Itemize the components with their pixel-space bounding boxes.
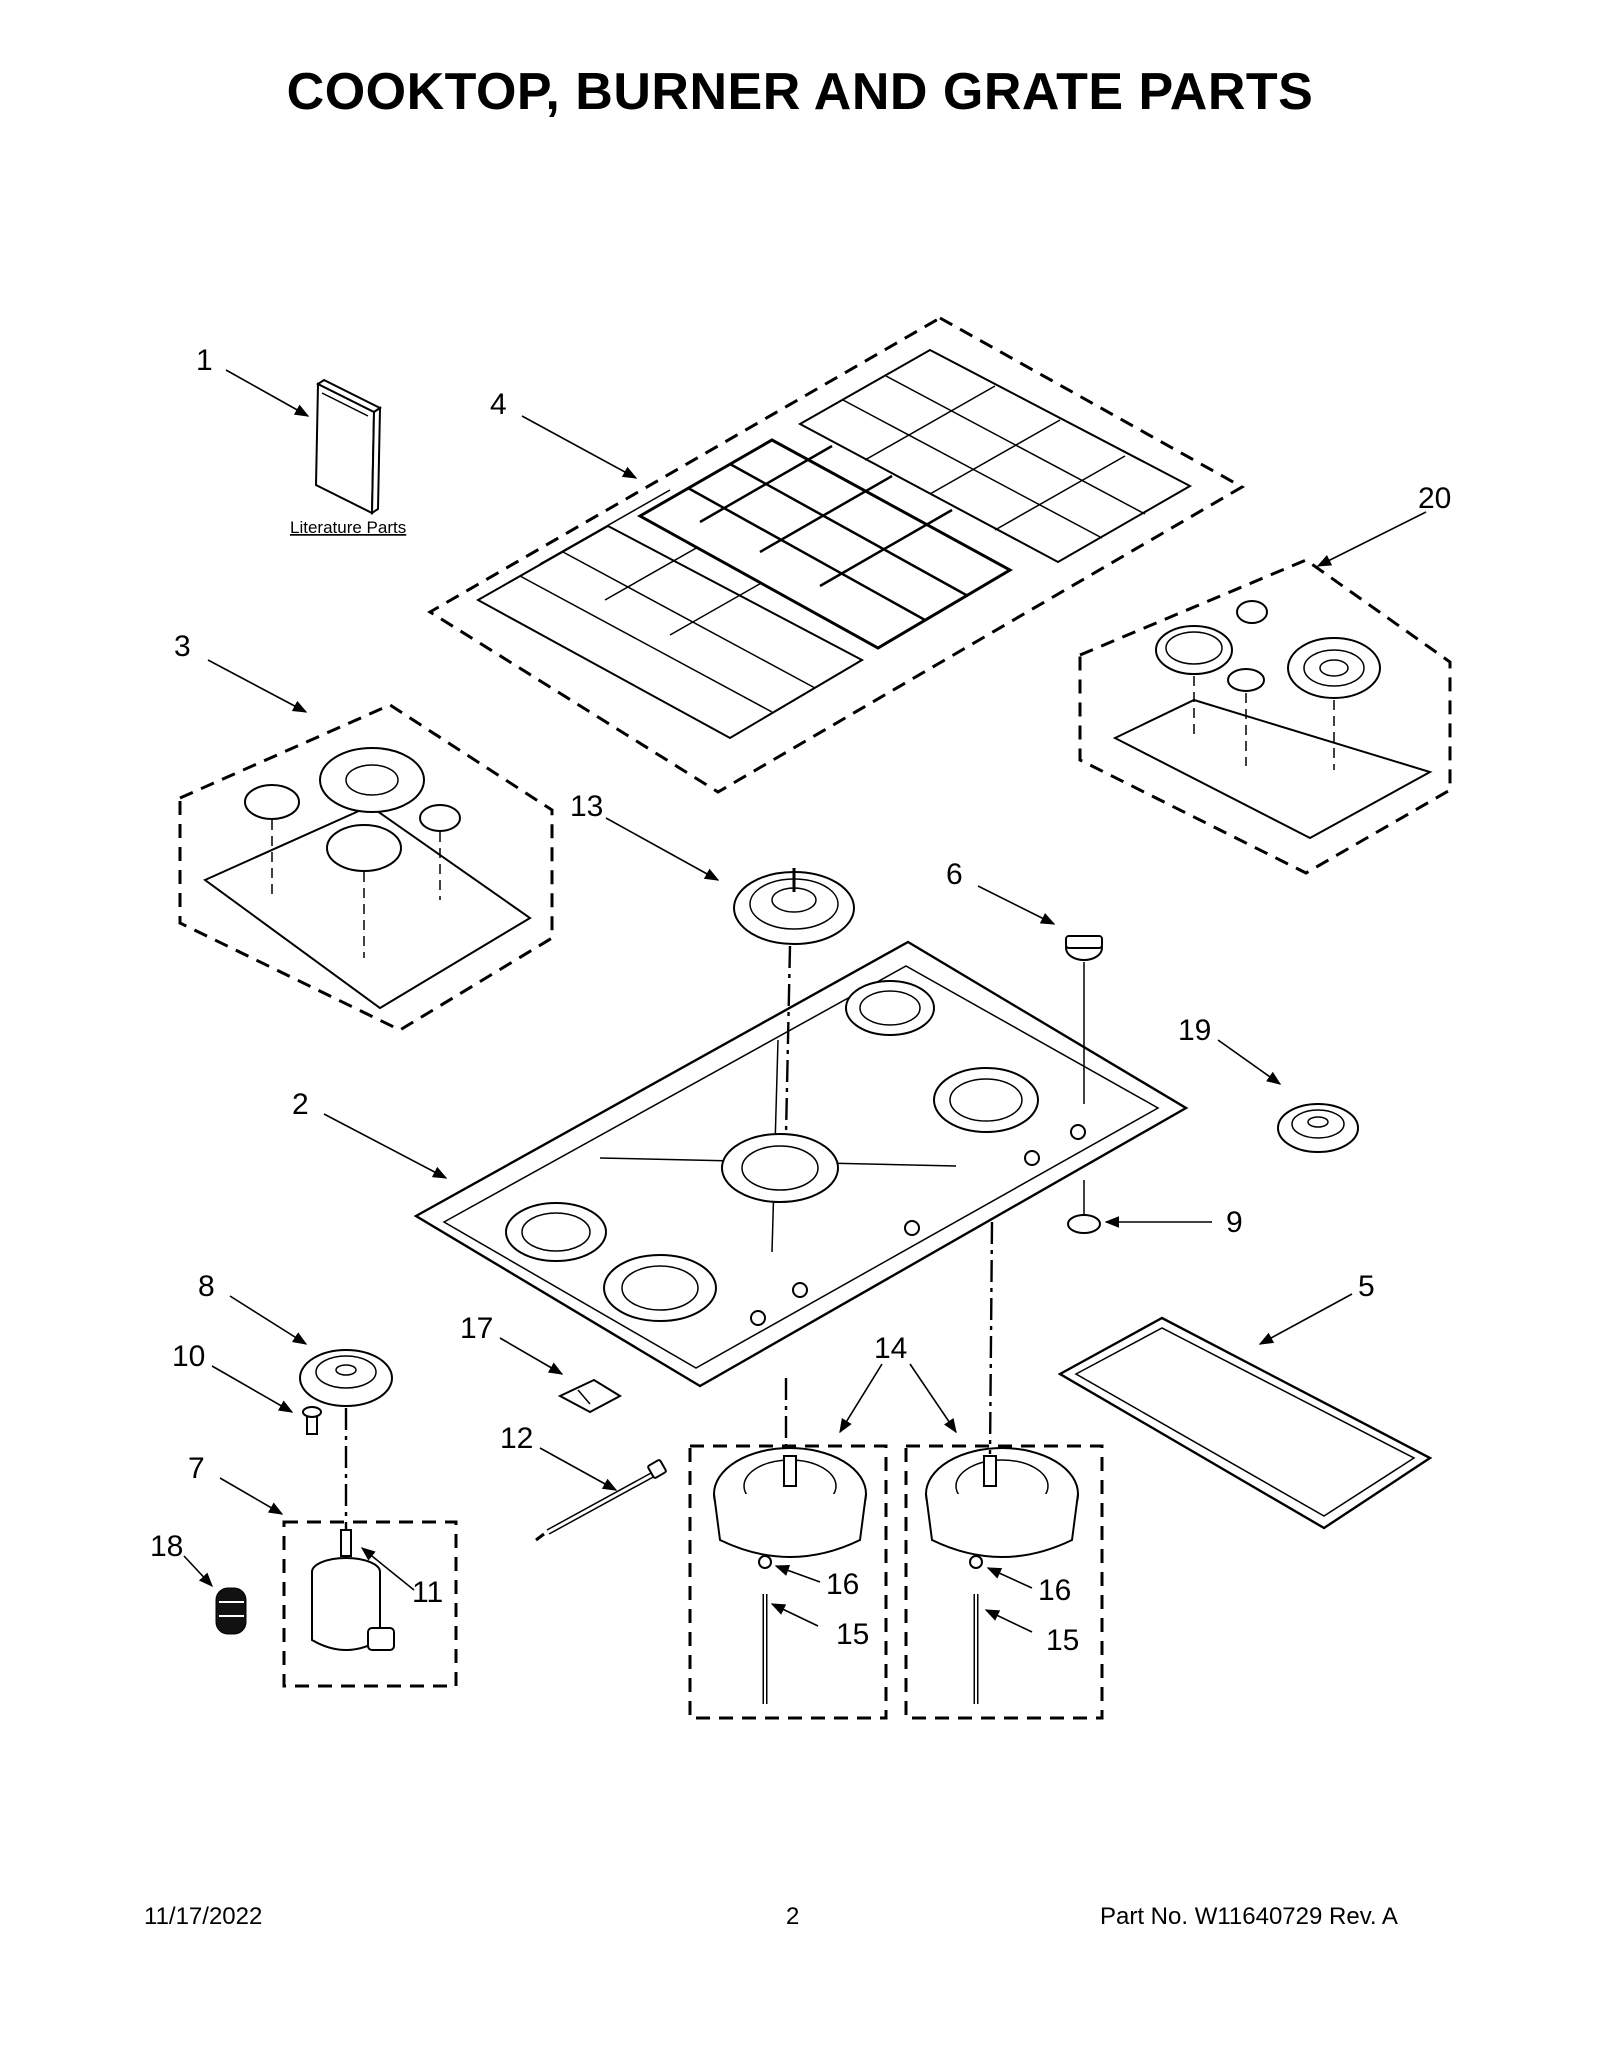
electrode-right [969, 1555, 983, 1704]
burner-8 [299, 1349, 393, 1407]
page-title: COOKTOP, BURNER AND GRATE PARTS [286, 63, 1314, 121]
electrode-left [758, 1555, 772, 1704]
valve-box-7 [282, 1520, 458, 1688]
griddle-5 [1057, 1316, 1433, 1530]
callout-4: 4 [490, 388, 507, 421]
axis-13 [784, 945, 792, 1135]
grates-group-outline [427, 316, 1246, 794]
cooktop-main [413, 940, 1189, 1388]
burner-kit-20-outline [1078, 558, 1452, 875]
burner-19 [1277, 1103, 1359, 1153]
burner-base-14-left [713, 1447, 867, 1558]
clip-17 [557, 1378, 623, 1414]
grommet-9 [1067, 1180, 1101, 1234]
callout-16-right: 16 [1038, 1574, 1071, 1607]
callout-20: 20 [1418, 482, 1451, 515]
callout-10: 10 [172, 1340, 205, 1373]
callout-5: 5 [1358, 1270, 1375, 1303]
valve-7-body [311, 1529, 395, 1651]
callout-7: 7 [188, 1452, 205, 1485]
callout-1: 1 [196, 344, 213, 377]
burner-kit-3-outline [178, 703, 554, 1032]
literature-parts-label: Literature Parts [290, 518, 406, 537]
plug-6 [1065, 935, 1103, 961]
callout-12: 12 [500, 1422, 533, 1455]
part-18-knob [215, 1587, 247, 1635]
footer-part-number: Part No. W11640729 Rev. A [1100, 1903, 1398, 1930]
igniter-12 [535, 1459, 667, 1542]
grate-right [797, 348, 1193, 564]
callout-2: 2 [292, 1088, 309, 1121]
callout-15-left: 15 [836, 1618, 869, 1651]
kit-20-parts [1155, 600, 1381, 770]
burner-base-box-right [904, 1444, 1104, 1720]
callout-11: 11 [412, 1576, 443, 1609]
leader-lines [183, 369, 1427, 1633]
callout-9: 9 [1226, 1206, 1243, 1239]
footer-date: 11/17/2022 [144, 1903, 263, 1930]
burner-ring-13 [733, 868, 855, 945]
footer-page-number: 2 [786, 1903, 800, 1930]
kit-20-card [1112, 698, 1433, 840]
grate-center [636, 438, 1014, 650]
callout-19: 19 [1178, 1014, 1211, 1047]
kit-3-parts [244, 747, 461, 958]
callout-17: 17 [460, 1312, 493, 1345]
callout-13: 13 [570, 790, 603, 823]
literature-booklet [314, 378, 382, 515]
callouts: 1 4 20 3 13 6 19 2 9 5 8 10 17 14 12 7 1… [150, 344, 1451, 1657]
grate-left [475, 489, 865, 740]
callout-16-left: 16 [826, 1568, 859, 1601]
axis-14-right [988, 1221, 994, 1455]
callout-3: 3 [174, 630, 191, 663]
callout-8: 8 [198, 1270, 215, 1303]
burner-base-box-left [688, 1444, 888, 1720]
callout-14: 14 [874, 1332, 907, 1365]
callout-6: 6 [946, 858, 963, 891]
screw-10 [302, 1406, 322, 1435]
callout-18: 18 [150, 1530, 183, 1563]
burner-base-14-right [925, 1447, 1079, 1558]
kit-3-card [203, 804, 532, 1010]
callout-15-right: 15 [1046, 1624, 1079, 1657]
